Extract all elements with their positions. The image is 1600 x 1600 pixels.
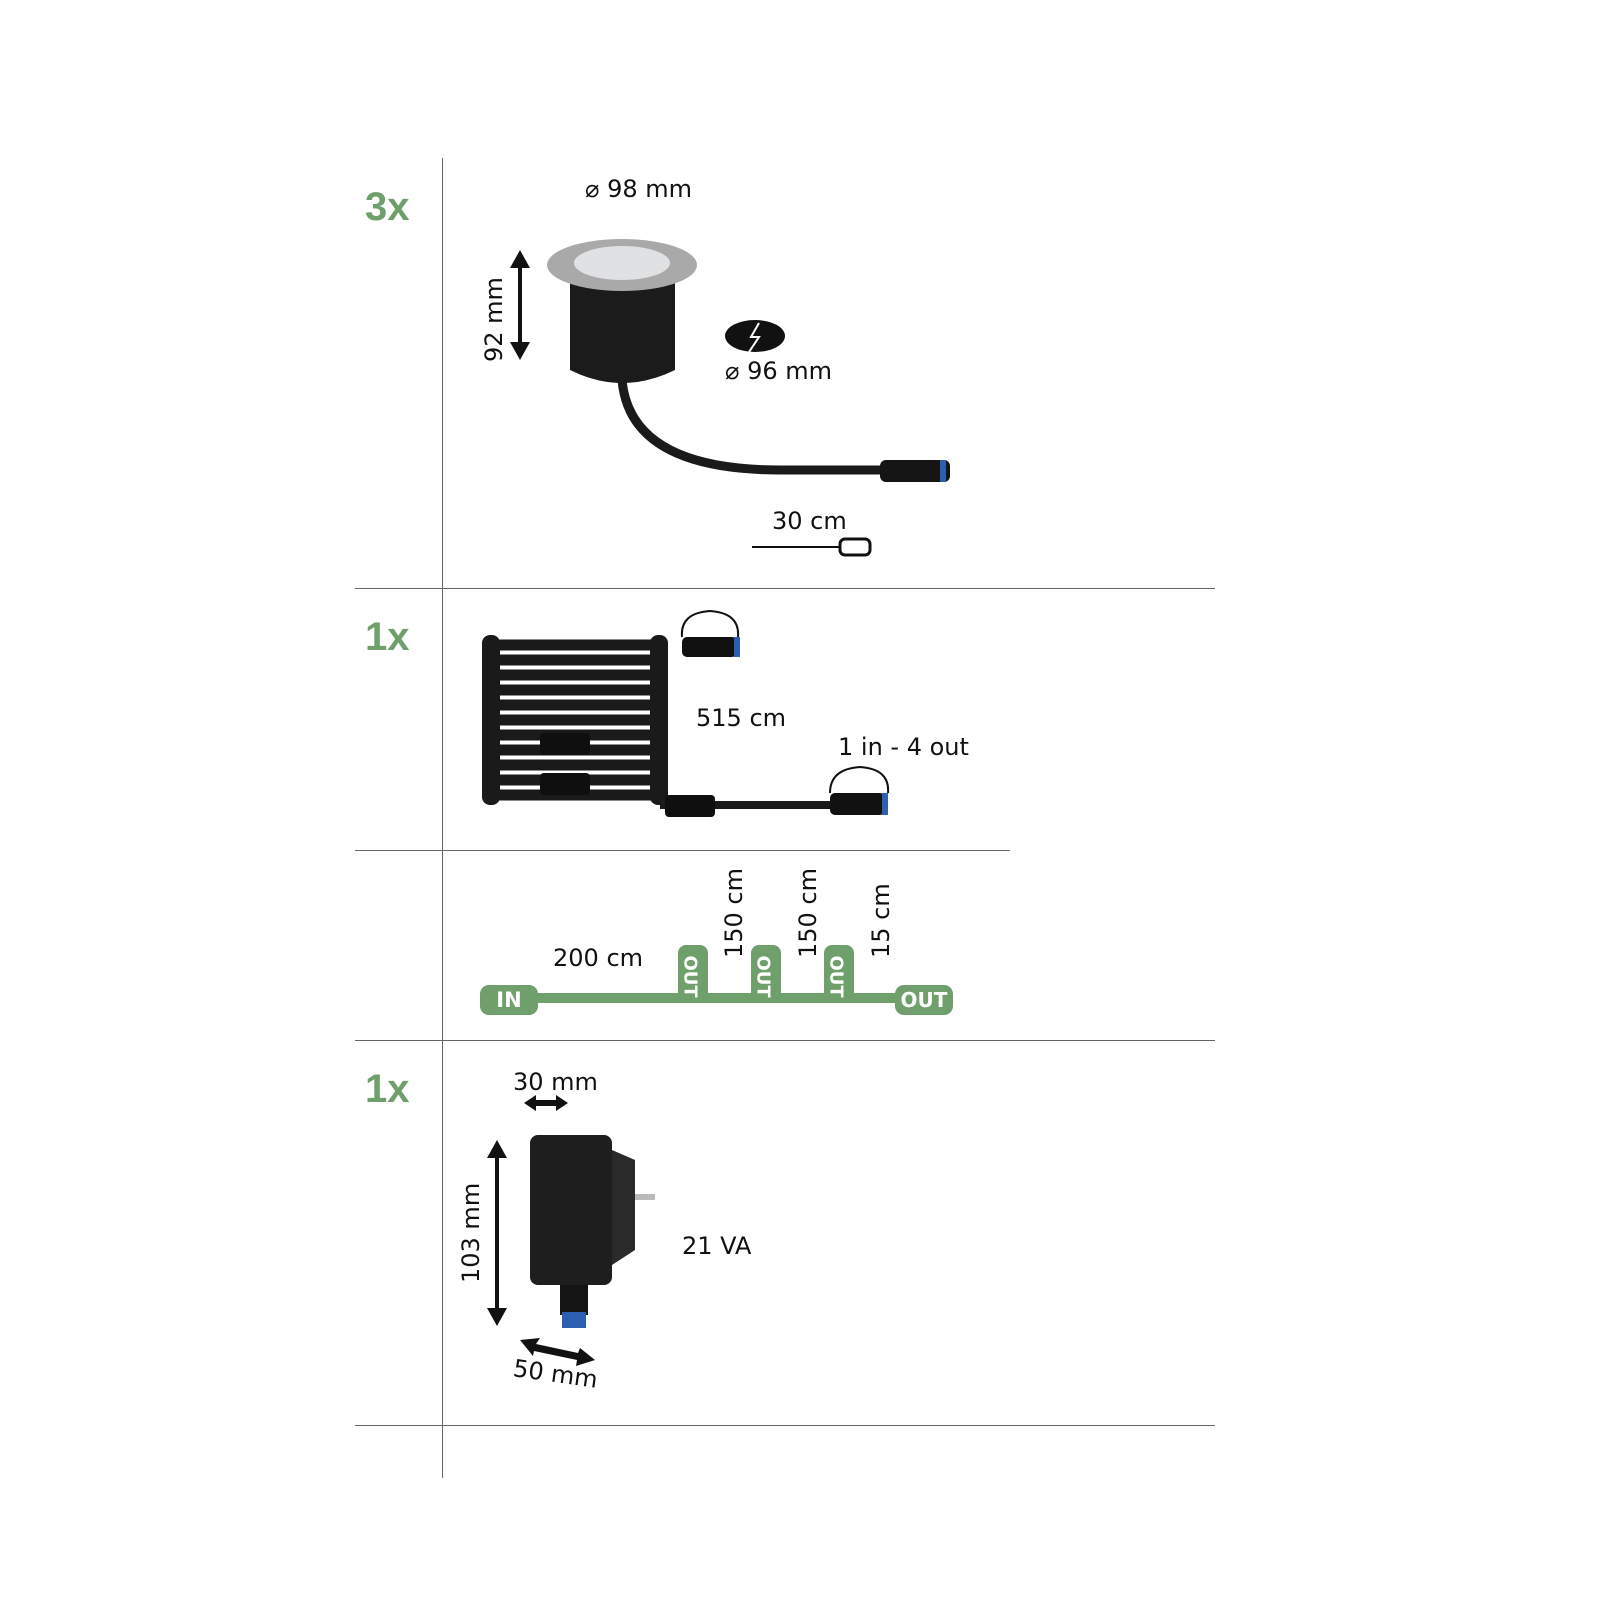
power-adapter-illustration [487, 1095, 655, 1366]
segment-label: 150 cm [720, 867, 748, 958]
power-label: 21 VA [682, 1232, 752, 1260]
row-divider [355, 1040, 1215, 1041]
row-divider [355, 850, 1010, 851]
row-divider [355, 588, 1215, 589]
segment-label: 15 cm [867, 883, 895, 958]
segment-label: 150 cm [794, 867, 822, 958]
cable-length-label: 515 cm [696, 704, 787, 732]
quantity-label: 1x [365, 1067, 410, 1111]
cable-length-label: 30 cm [772, 507, 847, 535]
spotlight-illustration [510, 239, 950, 557]
cutout-label: ⌀ 96 mm [725, 357, 833, 385]
config-label: 1 in - 4 out [838, 733, 969, 761]
row-divider [355, 1425, 1215, 1426]
diameter-label: ⌀ 98 mm [585, 175, 693, 203]
out-port: OUT [895, 985, 953, 1015]
out-tap-label: OUT [679, 955, 701, 998]
cable-line [480, 993, 950, 1003]
width-label: 30 mm [513, 1068, 598, 1096]
cable-coil-illustration [482, 609, 890, 817]
vertical-divider [442, 158, 443, 1478]
segment-label: 200 cm [553, 944, 644, 972]
out-tap: OUT [824, 945, 854, 1003]
in-port: IN [480, 985, 538, 1015]
out-tap: OUT [678, 945, 708, 1003]
out-tap-label: OUT [752, 955, 774, 998]
quantity-label: 3x [365, 185, 410, 229]
out-tap: OUT [751, 945, 781, 1003]
out-tap-label: OUT [825, 955, 847, 998]
quantity-label: 1x [365, 615, 410, 659]
